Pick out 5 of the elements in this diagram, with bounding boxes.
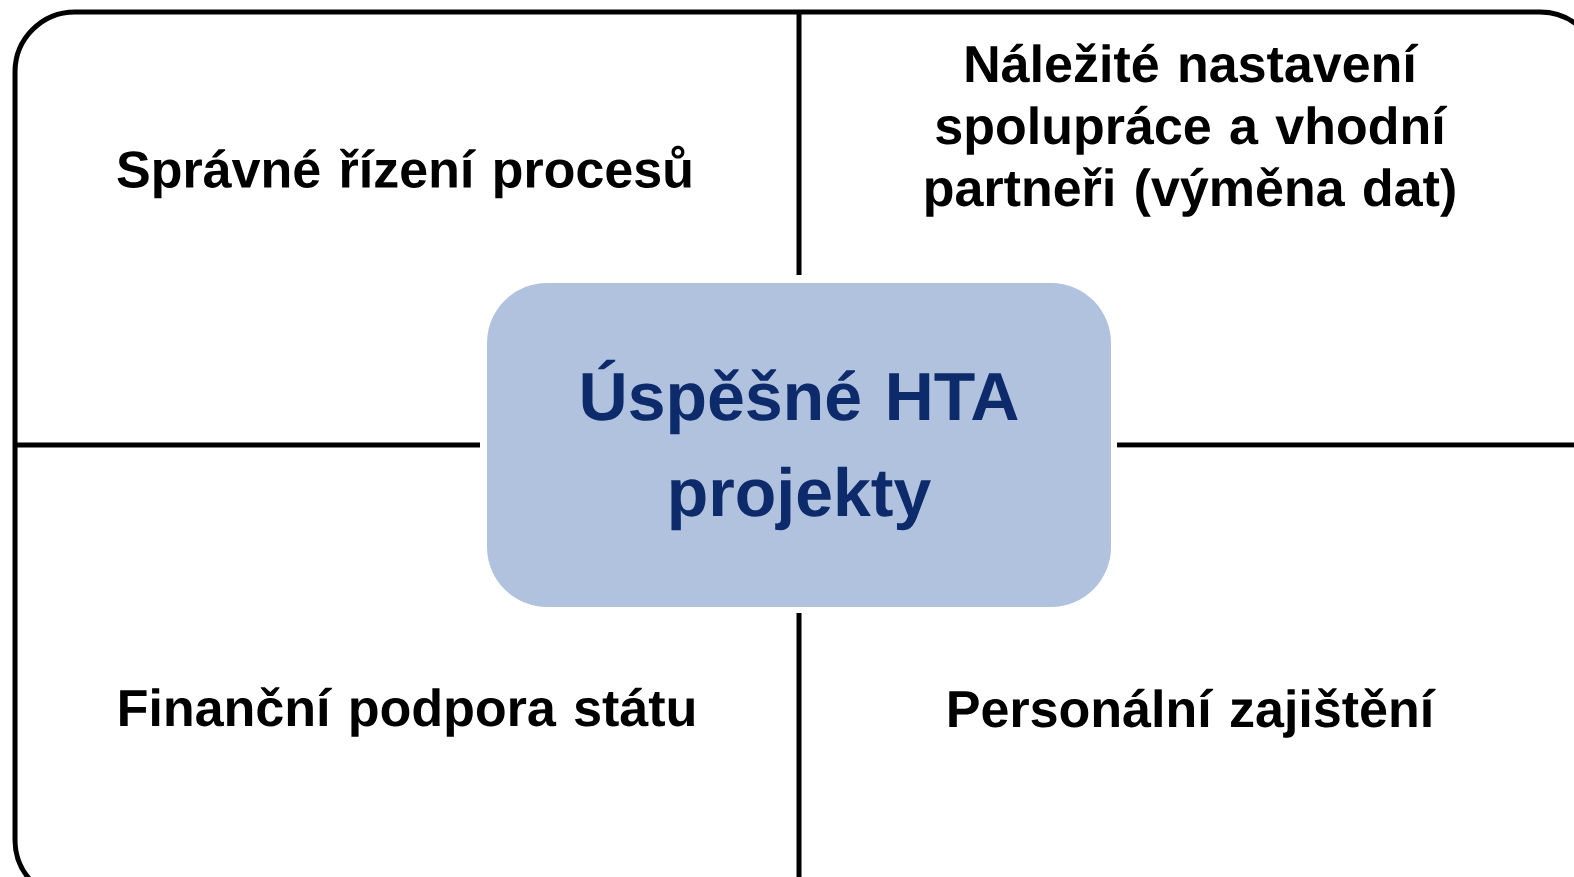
- center-box: Úspěšné HTA projekty: [487, 283, 1111, 607]
- quadrant-text: Náležité nastavení spolupráce a vhodní partneři (výměna dat): [926, 43, 1455, 217]
- quadrant-text: Personální zajištění: [949, 688, 1436, 738]
- quadrant-text: Správné řízení procesů: [117, 145, 691, 199]
- quadrant-text: Finanční podpora státu: [120, 687, 694, 737]
